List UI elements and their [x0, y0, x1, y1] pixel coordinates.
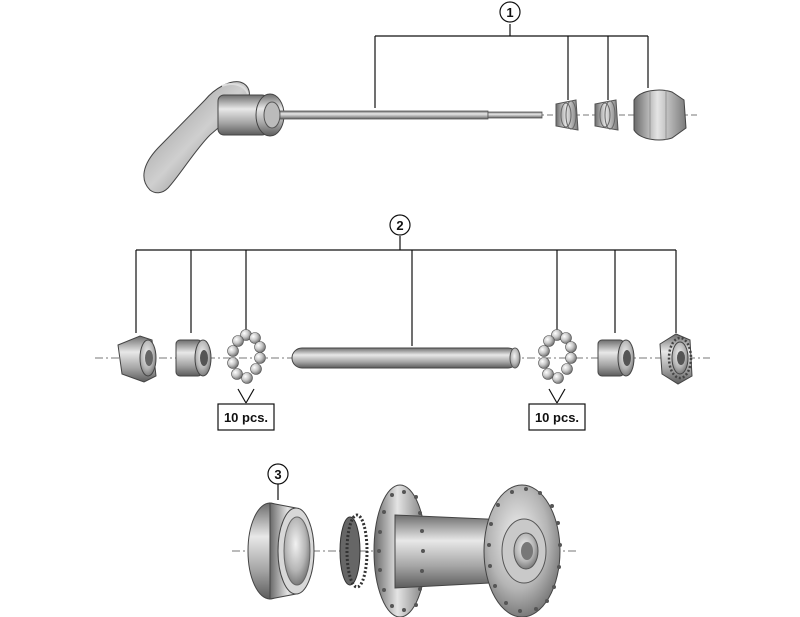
quantity-tag-left: 10 pcs.: [217, 388, 275, 431]
left-cone: [175, 339, 212, 377]
right-cone: [597, 339, 635, 377]
hub-left-flange-spoke-holes: [377, 490, 425, 612]
skewer-rod: [279, 110, 543, 120]
callout-3-badge: 3: [267, 463, 289, 485]
callout-2-leader-lines: [135, 236, 677, 346]
svg-text:10 pcs.: 10 pcs.: [535, 410, 579, 425]
right-bearing-balls: [538, 329, 577, 384]
hub-body: [339, 484, 561, 617]
svg-text:1: 1: [506, 5, 513, 20]
right-lock-nut: [659, 333, 693, 385]
skewer-spring-1: [555, 99, 579, 131]
quantity-tag-right: 10 pcs.: [528, 388, 586, 431]
svg-text:10 pcs.: 10 pcs.: [224, 410, 268, 425]
left-bearing-balls: [227, 329, 266, 384]
hub-axle: [291, 347, 521, 369]
callout-1-leader-lines: [374, 24, 649, 108]
skewer-adjusting-nut: [633, 89, 687, 141]
left-lock-nut: [117, 335, 157, 383]
skewer-spring-2: [594, 99, 619, 131]
callout-1-badge: 1: [499, 1, 521, 23]
callout-2-badge: 2: [389, 214, 411, 236]
hub-right-flange-spoke-holes: [487, 487, 562, 613]
svg-text:3: 3: [274, 467, 281, 482]
svg-text:2: 2: [396, 218, 403, 233]
dust-cap: [247, 502, 315, 600]
quick-release-cam-body: [217, 93, 285, 137]
